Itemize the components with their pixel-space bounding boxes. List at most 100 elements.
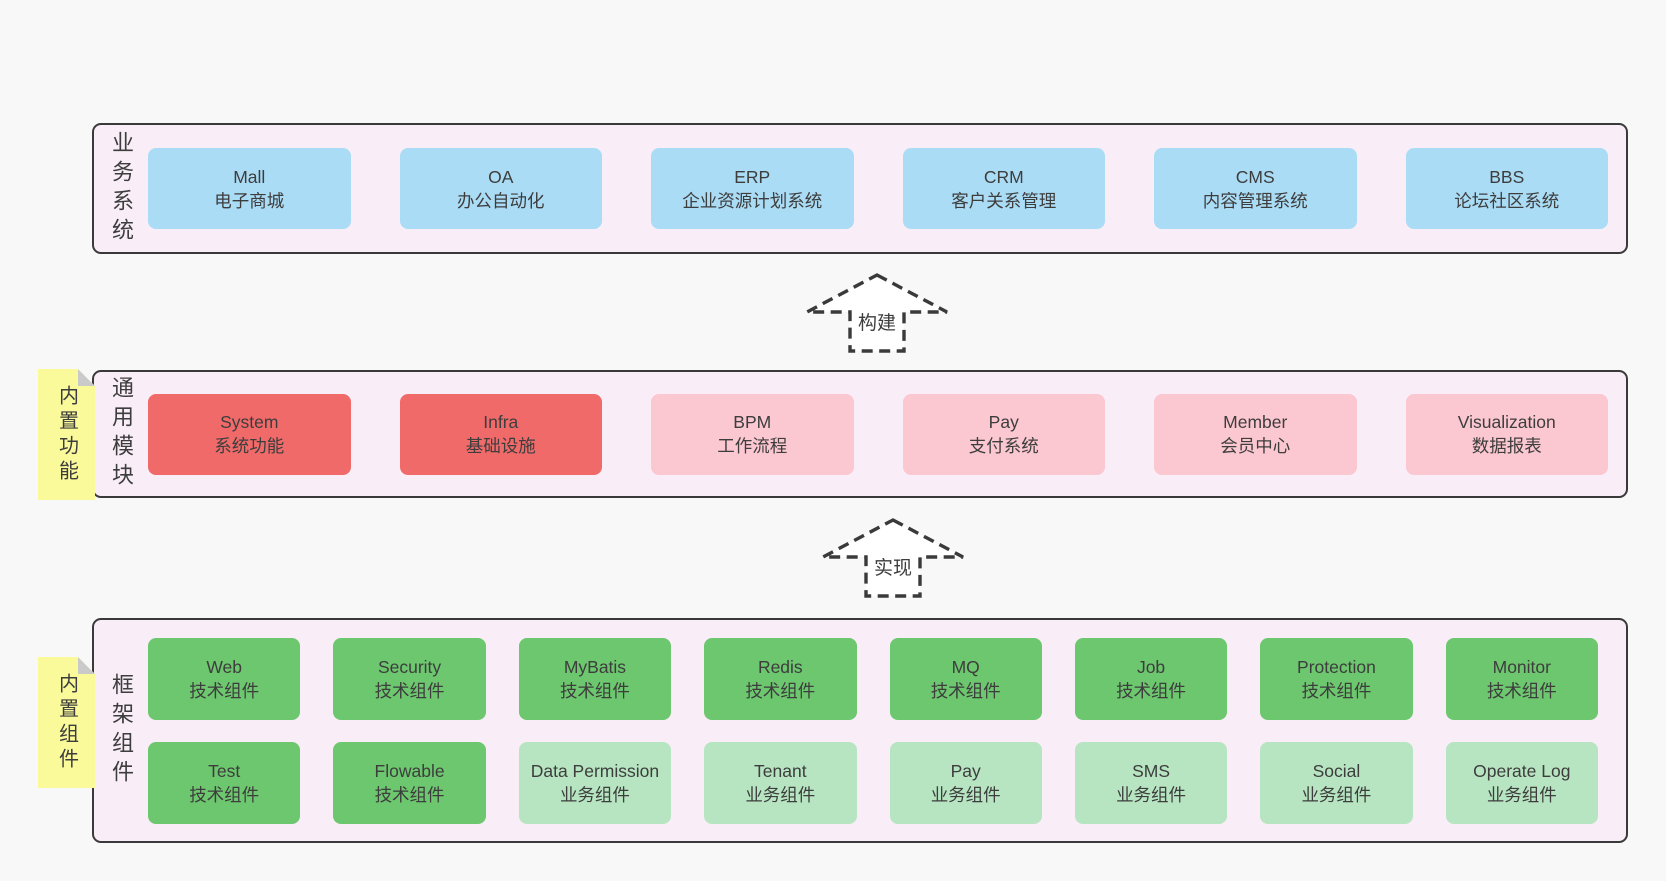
box-title: Redis [757, 656, 803, 677]
band-modules-label: 通用模块 [109, 376, 134, 492]
box-subtitle: 基础设施 [465, 436, 536, 456]
box-visualization: Visualization 数据报表 [1405, 393, 1608, 475]
box-title: BPM [733, 412, 772, 432]
band-framework-label: 框架组件 [109, 672, 134, 789]
band-business-systems: 业务系统 Mall 电子商城 OA 办公自动化 ERP 企业资源计划系统 CRM… [92, 123, 1628, 254]
sticky-text: 内置功能 [55, 384, 78, 485]
band-label-wrap: 框架组件 [94, 673, 148, 789]
box-bbs: BBS 论坛社区系统 [1405, 148, 1608, 229]
box-web: Web 技术组件 [148, 637, 301, 720]
box-title: BBS [1489, 166, 1525, 187]
box-cms: CMS 内容管理系统 [1154, 148, 1357, 229]
band-common-modules: 通用模块 System 系统功能 Infra 基础设施 BPM 工作流程 Pay… [92, 370, 1628, 498]
box-subtitle: 技术组件 [189, 680, 260, 701]
sticky-built-in-features: 内置功能 [38, 369, 95, 500]
box-subtitle: 业务组件 [930, 784, 1001, 805]
box-title: Tenant [754, 760, 807, 781]
box-mybatis: MyBatis 技术组件 [518, 637, 672, 720]
box-sms: SMS 业务组件 [1074, 741, 1228, 824]
box-title: Flowable [374, 760, 445, 781]
box-subtitle: 技术组件 [1116, 680, 1187, 701]
box-data-permission: Data Permission 业务组件 [518, 741, 672, 824]
box-bpm: BPM 工作流程 [651, 393, 854, 475]
framework-row-2: Test 技术组件 Flowable 技术组件 Data Permission … [148, 741, 1598, 824]
box-subtitle: 支付系统 [968, 436, 1039, 456]
box-subtitle: 数据报表 [1471, 436, 1542, 456]
box-test: Test 技术组件 [148, 741, 301, 824]
box-title: Visualization [1457, 412, 1556, 432]
business-boxes: Mall 电子商城 OA 办公自动化 ERP 企业资源计划系统 CRM 客户关系… [148, 148, 1608, 229]
box-subtitle: 客户关系管理 [951, 190, 1057, 211]
box-title: Infra [483, 412, 519, 432]
framework-grid: Web 技术组件 Security 技术组件 MyBatis 技术组件 Redi… [148, 637, 1598, 824]
box-subtitle: 会员中心 [1220, 436, 1291, 456]
band-label-wrap: 通用模块 [94, 376, 148, 492]
box-mq: MQ 技术组件 [889, 637, 1042, 720]
box-subtitle: 工作流程 [717, 436, 788, 456]
box-subtitle: 论坛社区系统 [1454, 190, 1560, 211]
box-subtitle: 业务组件 [1301, 784, 1372, 805]
box-subtitle: 技术组件 [374, 680, 445, 701]
box-pay: Pay 支付系统 [902, 393, 1105, 475]
box-title: ERP [734, 166, 771, 187]
module-boxes: System 系统功能 Infra 基础设施 BPM 工作流程 Pay 支付系统… [148, 393, 1608, 475]
box-crm: CRM 客户关系管理 [902, 148, 1105, 229]
box-title: Web [206, 656, 243, 677]
band-label-wrap: 业务系统 [94, 131, 148, 247]
box-subtitle: 业务组件 [1486, 784, 1557, 805]
box-title: CRM [983, 166, 1024, 187]
box-title: Pay [988, 412, 1019, 432]
implement-arrow-label: 实现 [874, 557, 912, 579]
box-subtitle: 技术组件 [559, 680, 630, 701]
box-oa: OA 办公自动化 [399, 148, 602, 229]
box-subtitle: 技术组件 [930, 680, 1001, 701]
box-title: Test [208, 760, 241, 781]
box-redis: Redis 技术组件 [704, 637, 857, 720]
framework-row-1: Web 技术组件 Security 技术组件 MyBatis 技术组件 Redi… [148, 637, 1598, 720]
box-subtitle: 办公自动化 [457, 190, 545, 211]
box-title: Operate Log [1473, 760, 1571, 781]
box-subtitle: 技术组件 [1486, 680, 1557, 701]
box-member: Member 会员中心 [1154, 393, 1357, 475]
box-flowable: Flowable 技术组件 [333, 741, 486, 824]
box-system: System 系统功能 [148, 393, 351, 475]
box-subtitle: 业务组件 [559, 784, 630, 805]
box-title: Social [1312, 760, 1361, 781]
box-subtitle: 技术组件 [189, 784, 260, 805]
box-subtitle: 系统功能 [214, 436, 285, 456]
box-infra: Infra 基础设施 [399, 393, 602, 475]
box-subtitle: 业务组件 [745, 784, 816, 805]
box-erp: ERP 企业资源计划系统 [651, 148, 854, 229]
box-title: SMS [1132, 760, 1171, 781]
box-title: Monitor [1492, 656, 1551, 677]
box-subtitle: 电子商城 [214, 190, 285, 211]
implement-arrow: 实现 [822, 518, 964, 598]
build-arrow-label: 构建 [858, 312, 896, 334]
sticky-text: 内置组件 [55, 672, 78, 773]
box-title: Pay [950, 760, 981, 781]
box-social: Social 业务组件 [1260, 741, 1413, 824]
box-job: Job 技术组件 [1074, 637, 1228, 720]
box-monitor: Monitor 技术组件 [1445, 637, 1598, 720]
box-title: System [220, 412, 279, 432]
box-subtitle: 技术组件 [374, 784, 445, 805]
box-title: Member [1223, 412, 1288, 432]
band-business-label: 业务系统 [109, 130, 134, 247]
box-title: Protection [1297, 656, 1376, 677]
box-title: Job [1136, 656, 1166, 677]
box-subtitle: 企业资源计划系统 [682, 190, 823, 211]
box-subtitle: 业务组件 [1116, 784, 1187, 805]
box-subtitle: 内容管理系统 [1202, 190, 1308, 211]
box-title: OA [488, 166, 514, 187]
arrow-label-bg [852, 310, 902, 336]
box-security: Security 技术组件 [333, 637, 486, 720]
box-protection: Protection 技术组件 [1260, 637, 1413, 720]
box-tenant: Tenant 业务组件 [704, 741, 857, 824]
box-pay-biz: Pay 业务组件 [889, 741, 1042, 824]
sticky-built-in-components: 内置组件 [38, 657, 95, 788]
box-title: MQ [951, 656, 980, 677]
arrow-label-bg [868, 555, 918, 581]
box-operate-log: Operate Log 业务组件 [1445, 741, 1598, 824]
box-title: Data Permission [530, 760, 660, 781]
box-subtitle: 技术组件 [745, 680, 816, 701]
